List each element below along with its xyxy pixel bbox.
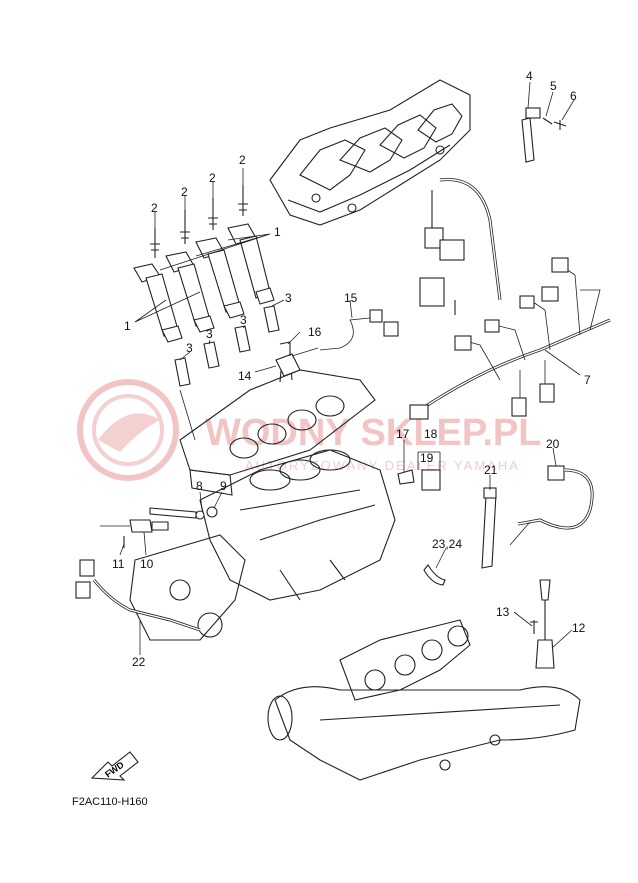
callout-2: 2 <box>181 185 188 199</box>
cylinder-head <box>179 357 376 496</box>
callout-19: 19 <box>420 451 434 465</box>
callout-1: 1 <box>274 225 281 239</box>
callout-4: 4 <box>526 69 533 83</box>
callout-11: 11 <box>112 557 125 571</box>
ignition-coils <box>133 223 275 343</box>
callout-9: 9 <box>220 479 227 493</box>
callout-3: 3 <box>186 341 193 355</box>
callout-21: 21 <box>484 463 498 477</box>
callout-5: 5 <box>550 79 557 93</box>
lead-wire-22 <box>75 559 201 632</box>
wire-harness <box>409 178 611 420</box>
spark-plugs <box>174 305 280 387</box>
callout-20: 20 <box>546 437 560 451</box>
callout-6: 6 <box>570 89 577 103</box>
exhaust-manifold <box>129 534 246 641</box>
callout-numbers: 1 1 2 2 2 2 3 3 3 3 4 5 6 7 8 9 10 11 12… <box>112 69 591 669</box>
ignition-coil <box>133 263 183 343</box>
callout-22: 22 <box>132 655 146 669</box>
intake-manifold <box>267 619 581 781</box>
coil-bolts <box>150 185 248 258</box>
callout-1: 1 <box>124 319 131 333</box>
part-23-24 <box>423 564 446 586</box>
watermark-brand: WODNY SKLEP.PL <box>205 412 541 454</box>
watermark: WODNY SKLEP.PL AUTORYZOWANY DEALER YAMAH… <box>77 379 541 481</box>
sensor-14 <box>275 341 319 377</box>
callout-3: 3 <box>240 313 247 327</box>
callout-17: 17 <box>396 427 410 441</box>
callout-3: 3 <box>206 327 213 341</box>
callout-15: 15 <box>344 291 358 305</box>
cylinder-head-cover <box>269 79 471 226</box>
callout-18: 18 <box>424 427 438 441</box>
band-21 <box>481 487 497 569</box>
lead-wire-20 <box>509 465 594 546</box>
ignition-coil <box>227 223 275 305</box>
callout-14: 14 <box>238 369 252 383</box>
sensor-8-9 <box>149 506 218 520</box>
cylinder-block <box>199 449 396 601</box>
callout-2: 2 <box>239 153 246 167</box>
leader-lines <box>119 81 581 655</box>
callout-10: 10 <box>140 557 154 571</box>
callout-3: 3 <box>285 291 292 305</box>
callout-23-24: 23,24 <box>432 537 462 551</box>
watermark-logo <box>77 379 179 481</box>
callout-2: 2 <box>151 201 158 215</box>
fwd-arrow: FWD <box>90 751 139 781</box>
ignition-coil <box>195 237 245 319</box>
callout-8: 8 <box>196 479 203 493</box>
sensor-17-18-19 <box>397 451 441 491</box>
callout-16: 16 <box>308 325 322 339</box>
callout-12: 12 <box>572 621 586 635</box>
sensor-12-13 <box>530 579 555 669</box>
callout-2: 2 <box>209 171 216 185</box>
watermark-subtitle: AUTORYZOWANY DEALER YAMAHA <box>245 458 520 473</box>
diagram-code: F2AC110-H160 <box>72 796 148 808</box>
harness-connector-block <box>419 190 465 315</box>
sensor-10-11 <box>100 519 169 548</box>
callout-7: 7 <box>584 373 591 387</box>
callout-13: 13 <box>496 605 510 619</box>
band-and-screws <box>521 107 567 163</box>
sensor-15 <box>319 309 399 351</box>
